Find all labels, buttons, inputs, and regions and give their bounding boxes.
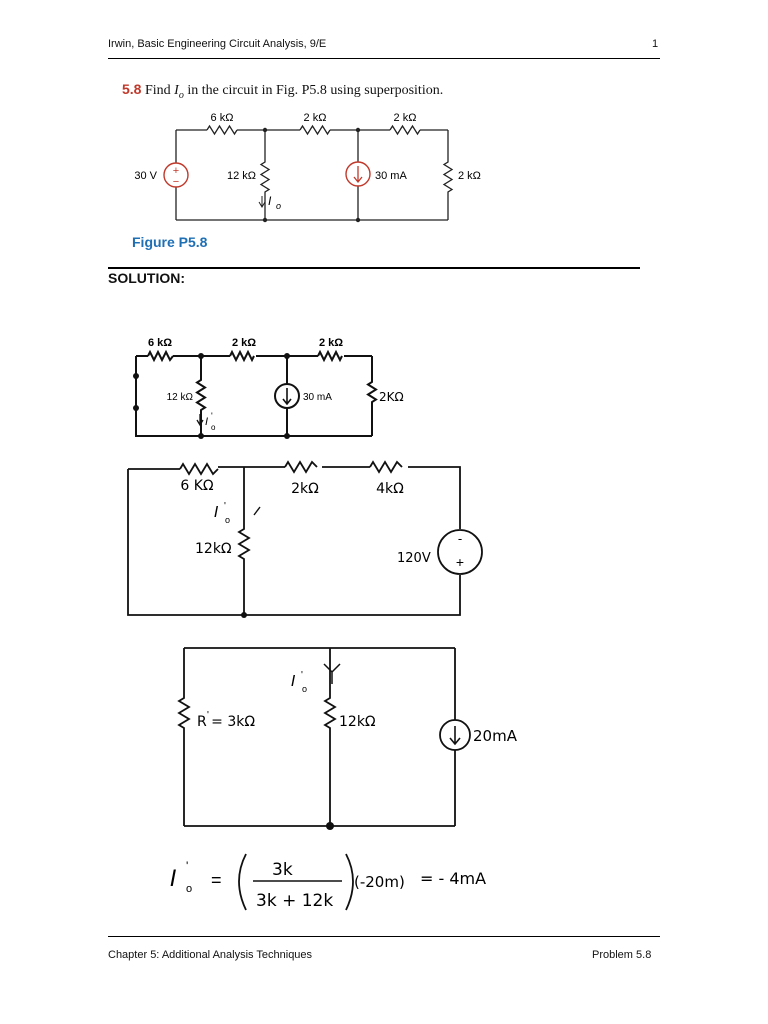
eq-factor: (-20m) — [354, 873, 405, 891]
sol2-label-io-sub: o — [225, 515, 230, 525]
footer-rule — [108, 936, 660, 937]
sol3-label-r-left: R = 3kΩ — [197, 714, 255, 730]
sol2-label-12k: 12kΩ — [195, 541, 232, 557]
solution-circuit-3: I ' o R = 3kΩ ' 12kΩ 20mA — [177, 647, 518, 830]
problem-statement: 5.8 Find Io in the circuit in Fig. P5.8 … — [122, 81, 443, 101]
sol1-label-2k-right: 2KΩ — [379, 390, 404, 404]
sol2-label-6k: 6 KΩ — [180, 478, 214, 494]
sol1-label-io-sub: o — [211, 423, 216, 432]
fig-label-2k-right: 2 kΩ — [458, 170, 481, 182]
sol2-label-io: I — [214, 503, 219, 521]
eq-lhs-sub: o — [186, 883, 192, 895]
problem-var-sub: o — [178, 89, 184, 101]
figure-caption: Figure P5.8 — [132, 234, 208, 250]
sol3-label-io-sub: o — [302, 684, 307, 694]
fig-label-2k-b: 2 kΩ — [394, 112, 417, 124]
sol2-label-minus: - — [458, 531, 462, 546]
sol3-label-io-sup: ' — [301, 670, 303, 681]
eq-lhs: I — [170, 867, 177, 892]
solution-equation: I ' o = 3k 3k + 12k (-20m) = - 4mA — [170, 853, 486, 911]
svg-text:+: + — [173, 165, 179, 177]
footer-chapter: Chapter 5: Additional Analysis Technique… — [108, 949, 313, 961]
solution-circuit-1: 6 kΩ 2 kΩ 2 kΩ 12 kΩ 30 mA 2KΩ I ' o — [133, 337, 404, 439]
eq-numerator: 3k — [272, 860, 293, 880]
eq-equals: = — [211, 870, 222, 890]
sol3-label-r-left-sup: ' — [207, 710, 209, 721]
fig-label-io: I — [268, 194, 272, 208]
sol2-label-120v: 120V — [397, 551, 431, 566]
fig-label-30v: 30 V — [134, 170, 157, 182]
fig-label-6k: 6 kΩ — [211, 112, 234, 124]
figure-p5-8: + − 6 kΩ 2 kΩ 2 kΩ 30 V 12 kΩ 30 mA 2 kΩ… — [134, 112, 481, 223]
eq-result: = - 4mA — [420, 869, 486, 888]
sol3-label-20ma: 20mA — [473, 727, 518, 745]
resistor-2k-right — [442, 130, 454, 220]
problem-text-after: in the circuit in Fig. P5.8 using superp… — [183, 83, 444, 98]
fig-label-30ma: 30 mA — [375, 170, 407, 182]
sol1-label-12k: 12 kΩ — [167, 392, 194, 403]
eq-lhs-sup: ' — [186, 859, 188, 873]
page-number: 1 — [652, 38, 659, 50]
header-rule — [108, 58, 660, 59]
problem-number: 5.8 — [122, 81, 142, 97]
solution-heading: SOLUTION: — [108, 270, 185, 286]
voltage-source-icon — [163, 162, 189, 188]
sol2-label-plus: + — [456, 554, 464, 570]
sol2-label-io-sup: ' — [224, 501, 226, 512]
problem-var: I — [174, 83, 179, 98]
sol1-label-6k: 6 kΩ — [148, 337, 172, 349]
solution-rule — [108, 267, 640, 269]
sol2-label-2k: 2kΩ — [291, 481, 319, 497]
resistor-2k-b — [389, 124, 421, 136]
fig-label-2k-a: 2 kΩ — [304, 112, 327, 124]
voltage-source-icon — [437, 529, 483, 575]
sol1-label-2k-b: 2 kΩ — [319, 337, 343, 349]
resistor-12k — [259, 130, 271, 220]
sol1-label-io-sup: ' — [211, 411, 213, 421]
sol3-label-12k: 12kΩ — [339, 714, 376, 730]
problem-text-before: Find — [144, 83, 175, 98]
resistor-2k-a — [299, 124, 331, 136]
sol3-label-io: I — [291, 672, 296, 690]
book-title: Irwin, Basic Engineering Circuit Analysi… — [108, 38, 327, 50]
footer-problem-ref: Problem 5.8 — [592, 949, 652, 961]
sol1-label-30ma: 30 mA — [303, 392, 332, 403]
eq-denominator: 3k + 12k — [256, 891, 333, 911]
sol1-label-io: I — [205, 416, 208, 428]
fig-label-io-sub: o — [276, 201, 281, 211]
sol1-label-2k-a: 2 kΩ — [232, 337, 256, 349]
resistor-6k — [206, 124, 238, 136]
sol2-label-4k: 4kΩ — [376, 481, 404, 497]
solution-circuit-2: 6 KΩ 2kΩ 4kΩ I ' o 12kΩ 120V - + — [127, 460, 483, 618]
fig-label-12k: 12 kΩ — [227, 170, 256, 182]
svg-text:−: − — [173, 176, 179, 188]
